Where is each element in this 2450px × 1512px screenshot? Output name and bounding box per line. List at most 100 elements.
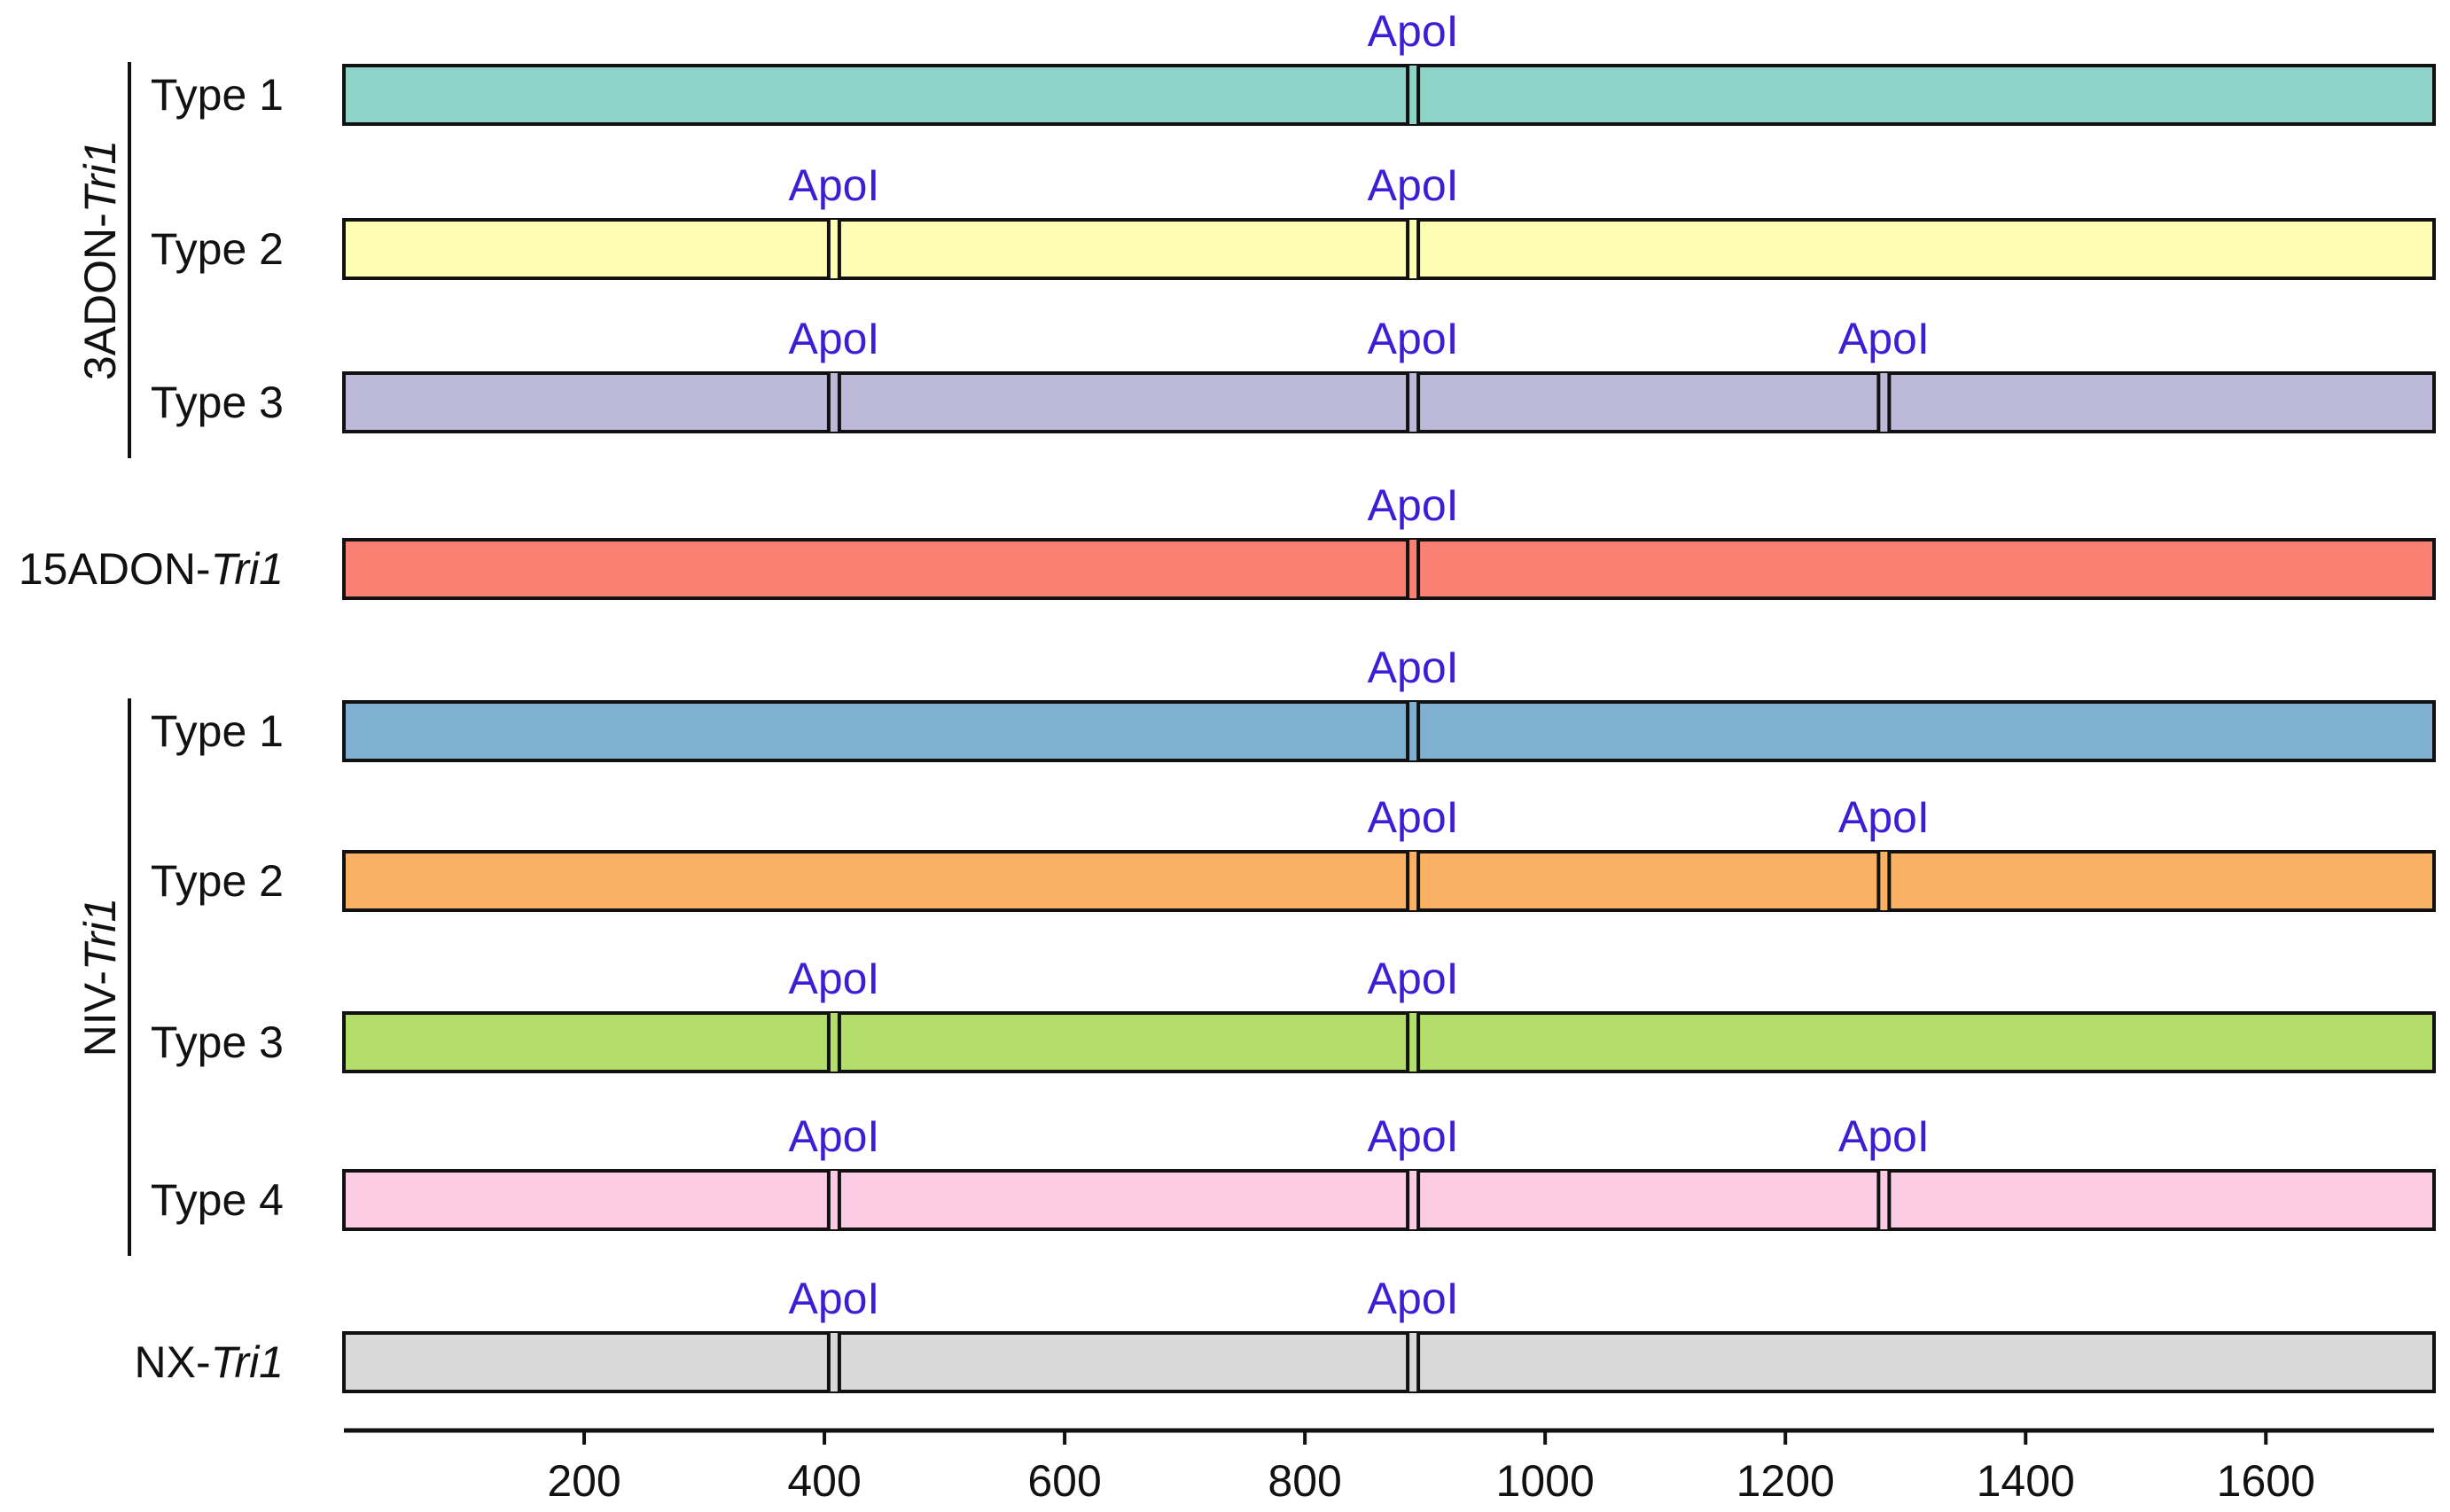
gene-row: 15ADON-Tri1 ApoI	[19, 480, 2436, 600]
site-gap	[828, 1013, 839, 1072]
site-label: ApoI	[1368, 1111, 1459, 1161]
group-label: 3ADON-Tri1	[75, 140, 125, 380]
x-tick-label: 1200	[1736, 1456, 1835, 1506]
site-gap	[828, 1171, 839, 1229]
x-tick-label: 1400	[1977, 1456, 2075, 1506]
gene-bar	[342, 64, 2436, 126]
site-label: ApoI	[1368, 314, 1459, 363]
restriction-site: ApoI	[1368, 480, 1459, 598]
site-gap	[1878, 373, 1890, 432]
row-label: Type 3	[151, 1017, 284, 1067]
site-label: ApoI	[1368, 792, 1459, 842]
x-tick: 1400	[1977, 1430, 2075, 1506]
restriction-site: ApoI	[788, 1111, 879, 1229]
gene-row: Type 1 ApoI	[151, 6, 2436, 126]
site-gap	[1408, 540, 1419, 598]
gene-bar	[342, 850, 2436, 912]
site-label: ApoI	[788, 1111, 879, 1161]
x-tick: 1200	[1736, 1430, 1835, 1506]
row-label: Type 1	[151, 706, 284, 756]
restriction-site: ApoI	[788, 160, 879, 278]
site-gap	[1408, 1171, 1419, 1229]
site-label: ApoI	[1368, 643, 1459, 692]
site-gap	[1408, 1333, 1419, 1391]
gene-row: Type 1 ApoI	[151, 643, 2436, 762]
site-gap	[1408, 702, 1419, 760]
x-tick-label: 800	[1268, 1456, 1341, 1506]
x-tick-label: 600	[1027, 1456, 1101, 1506]
site-label: ApoI	[1838, 314, 1930, 363]
site-gap	[1408, 852, 1419, 910]
x-tick-label: 200	[547, 1456, 620, 1506]
site-gap	[828, 373, 839, 432]
x-tick-label: 1000	[1496, 1456, 1595, 1506]
x-tick: 1600	[2217, 1430, 2315, 1506]
site-label: ApoI	[1368, 6, 1459, 56]
row-label: Type 3	[151, 378, 284, 427]
row-label: Type 2	[151, 856, 284, 906]
gene-row: Type 3 ApoI ApoI ApoI	[151, 314, 2436, 433]
site-label: ApoI	[1368, 480, 1459, 530]
restriction-site: ApoI	[1838, 1111, 1930, 1229]
restriction-site: ApoI	[1368, 1274, 1459, 1391]
group-label: NIV-Tri1	[75, 898, 125, 1057]
x-tick: 800	[1268, 1430, 1342, 1506]
site-gap	[1878, 852, 1890, 910]
group-bracket: NIV-Tri1	[75, 698, 131, 1256]
x-tick: 1000	[1496, 1430, 1595, 1506]
site-gap	[1408, 373, 1419, 432]
site-gap	[828, 220, 839, 278]
restriction-site: ApoI	[1838, 314, 1930, 432]
gene-row: NX-Tri1 ApoI ApoI	[134, 1274, 2436, 1393]
site-gap	[1408, 1013, 1419, 1072]
row-label: 15ADON-Tri1	[19, 544, 284, 594]
gene-bar	[342, 371, 2436, 433]
site-gap	[1408, 220, 1419, 278]
gene-bar	[342, 1169, 2436, 1231]
site-label: ApoI	[1368, 954, 1459, 1003]
site-label: ApoI	[788, 1274, 879, 1323]
site-gap	[1878, 1171, 1890, 1229]
restriction-site: ApoI	[1368, 1111, 1459, 1229]
restriction-site: ApoI	[1368, 6, 1459, 124]
site-label: ApoI	[788, 314, 879, 363]
restriction-site: ApoI	[1368, 643, 1459, 760]
site-label: ApoI	[788, 160, 879, 210]
restriction-site: ApoI	[1368, 160, 1459, 278]
gene-row: Type 2 ApoI ApoI	[151, 792, 2436, 912]
gene-bar	[342, 538, 2436, 600]
row-label: Type 4	[151, 1175, 284, 1225]
row-label: Type 2	[151, 224, 284, 274]
site-gap	[828, 1333, 839, 1391]
x-tick: 600	[1027, 1430, 1102, 1506]
x-tick-label: 1600	[2217, 1456, 2315, 1506]
gene-row: Type 4 ApoI ApoI ApoI	[151, 1111, 2436, 1231]
restriction-site: ApoI	[788, 954, 879, 1072]
x-tick: 200	[547, 1430, 621, 1506]
row-label: Type 1	[151, 70, 284, 120]
row-label: NX-Tri1	[134, 1337, 284, 1387]
gene-bar	[342, 1011, 2436, 1073]
restriction-site: ApoI	[788, 314, 879, 432]
group-bracket: 3ADON-Tri1	[75, 62, 131, 458]
gene-bar	[342, 700, 2436, 762]
x-tick-label: 400	[787, 1456, 861, 1506]
restriction-site: ApoI	[1368, 792, 1459, 910]
gene-bar	[342, 218, 2436, 280]
site-label: ApoI	[1838, 792, 1930, 842]
x-tick: 400	[787, 1430, 862, 1506]
restriction-site: ApoI	[1838, 792, 1930, 910]
gene-row: Type 3 ApoI ApoI	[151, 954, 2436, 1073]
gene-row: Type 2 ApoI ApoI	[151, 160, 2436, 280]
restriction-site: ApoI	[788, 1274, 879, 1391]
site-label: ApoI	[788, 954, 879, 1003]
site-label: ApoI	[1838, 1111, 1930, 1161]
restriction-site: ApoI	[1368, 954, 1459, 1072]
site-label: ApoI	[1368, 160, 1459, 210]
site-gap	[1408, 66, 1419, 124]
restriction-site: ApoI	[1368, 314, 1459, 432]
gene-bar	[342, 1331, 2436, 1393]
x-axis: 200 400 600 800 1000 1200 1400 1600	[344, 1428, 2434, 1506]
